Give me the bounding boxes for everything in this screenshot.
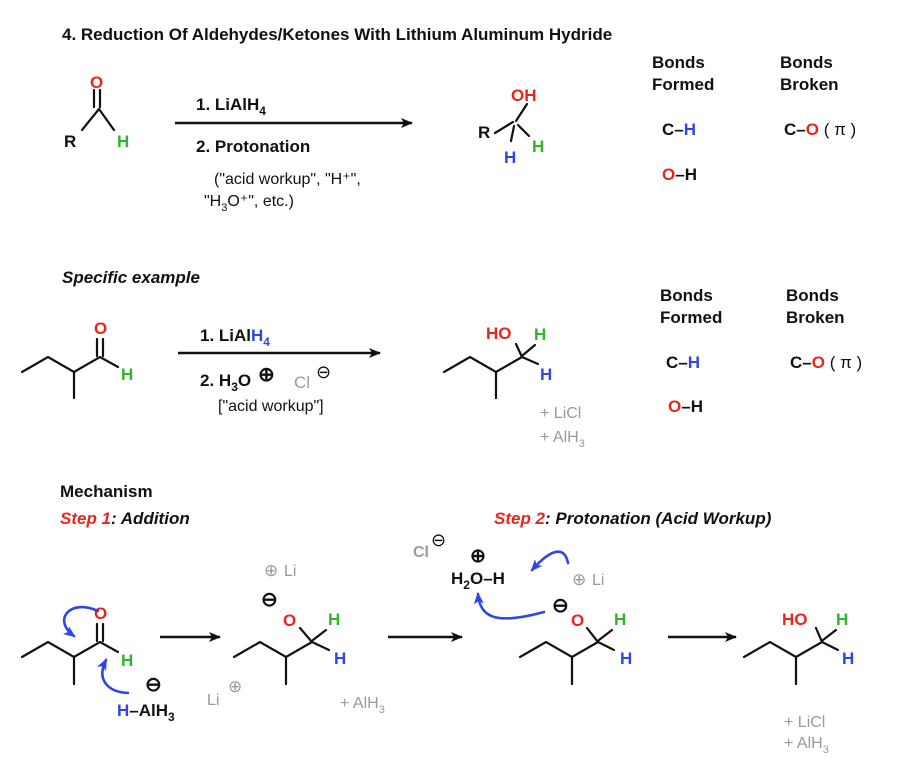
broken-header-l2: Broken [780,75,839,94]
general-aldehyde: O R H [64,73,129,151]
alkoxide-o: O [283,611,296,630]
final-byproduct-licl: + LiCl [784,714,825,731]
alkoxide-h-green: H [328,610,340,629]
specific-workup-note: ["acid workup"] [218,398,324,415]
hydride-charge: ⊖ [145,674,162,696]
alkoxide-charge-3: ⊖ [552,595,569,617]
formed-oh: O–H [668,397,703,416]
specific-byproduct-alh3: + AlH3 [540,429,585,450]
formed-header-l2: Formed [652,75,714,94]
bonds-table-2: Bonds Formed Bonds Broken C–H O–H C–O ( … [660,286,862,416]
formed-header-l1: Bonds [660,286,713,305]
product-h: H [532,137,544,156]
specific-byproduct-licl: + LiCl [540,405,581,422]
mech-carbonyl-o: O [94,604,107,623]
lithium-counterion-2: Li [284,563,296,580]
hydronium-charge: ⊕ [258,364,275,386]
specific-step1: 1. LiAlH4 [200,326,270,349]
product-new-h: H [504,148,516,167]
general-step2: 2. Protonation [196,137,310,156]
specific-product-h-green: H [534,325,546,344]
lithium-counterion-3: Li [592,572,604,589]
pi-bond-arrow [62,605,100,638]
broken-co-pi: C–O ( π ) [790,353,862,372]
broken-co-pi: C–O ( π ) [784,120,856,139]
chloride-charge: ⊖ [316,362,331,382]
general-note-line1: ("acid workup", "H⁺", [214,171,361,188]
carbonyl-oxygen: O [90,73,103,92]
mech-aldehyde-h: H [121,651,133,670]
broken-header-l1: Bonds [780,53,833,72]
specific-alcohol-product: HO H H [442,324,552,400]
specific-product-ho: HO [486,324,512,343]
broken-header-l2: Broken [786,308,845,327]
alkoxide-h-green-2: H [614,610,626,629]
chloride-ion: Cl [413,544,429,561]
general-alcohol-product: OH R H H [478,86,544,167]
final-ho: HO [782,610,808,629]
alkoxide-protonation-arrow [473,592,546,620]
bonds-table-1: Bonds Formed Bonds Broken C–H O–H C–O ( … [652,53,856,184]
lithium-charge-1: ⊕ [228,677,242,696]
mech-alkoxide-2: O H H [518,610,632,686]
alkoxide-h-blue: H [334,649,346,668]
broken-header-l1: Bonds [786,286,839,305]
hydronium-plus: ⊕ [470,546,486,567]
specific-aldehyde: O H [20,319,133,400]
final-h-green: H [836,610,848,629]
mech-alcohol-product: HO H H [742,610,854,686]
formed-header-l2: Formed [660,308,722,327]
hydride-attack-arrow [97,658,130,695]
hydride-reagent: H–AlH3 [117,701,175,724]
page-title: 4. Reduction Of Aldehydes/Ketones With L… [62,25,612,44]
general-note-line2: "H3O⁺", etc.) [204,193,294,214]
hydronium-ion: H2O–H [451,569,505,592]
final-h-blue: H [842,649,854,668]
mechanism-heading: Mechanism [60,482,153,501]
aldehyde-h: H [117,132,129,151]
r-group: R [64,132,76,151]
byproduct-alh3-1: + AlH3 [340,695,385,716]
product-r: R [478,123,490,142]
alkoxide-o-2: O [571,611,584,630]
general-step1: 1. LiAlH4 [196,95,266,118]
step2-heading: Step 2: Protonation (Acid Workup) [494,509,772,528]
final-byproduct-alh3: + AlH3 [784,735,829,756]
specific-product-h-blue: H [540,365,552,384]
product-oh: OH [511,86,537,105]
formed-header-l1: Bonds [652,53,705,72]
chloride-label: Cl [294,373,310,392]
formed-ch: C–H [662,120,696,139]
lithium-charge-3: ⊕ [572,570,586,589]
formed-oh: O–H [662,165,697,184]
specific-aldehyde-h: H [121,365,133,384]
mech-aldehyde: O H [20,604,133,686]
alkoxide-h-blue-2: H [620,649,632,668]
specific-heading: Specific example [62,268,200,287]
formed-ch: C–H [666,353,700,372]
lithium-counterion-1: Li [207,692,219,709]
specific-carbonyl-o: O [94,319,107,338]
specific-step2: 2. H3O [200,371,251,394]
mech-alkoxide: O H H [232,610,346,686]
lithium-charge-2: ⊕ [264,561,278,580]
oh-bond-break-arrow [530,550,570,572]
chloride-ion-charge: ⊖ [431,530,446,550]
step1-heading: Step 1: Addition [60,509,190,528]
alkoxide-charge: ⊖ [261,589,278,611]
